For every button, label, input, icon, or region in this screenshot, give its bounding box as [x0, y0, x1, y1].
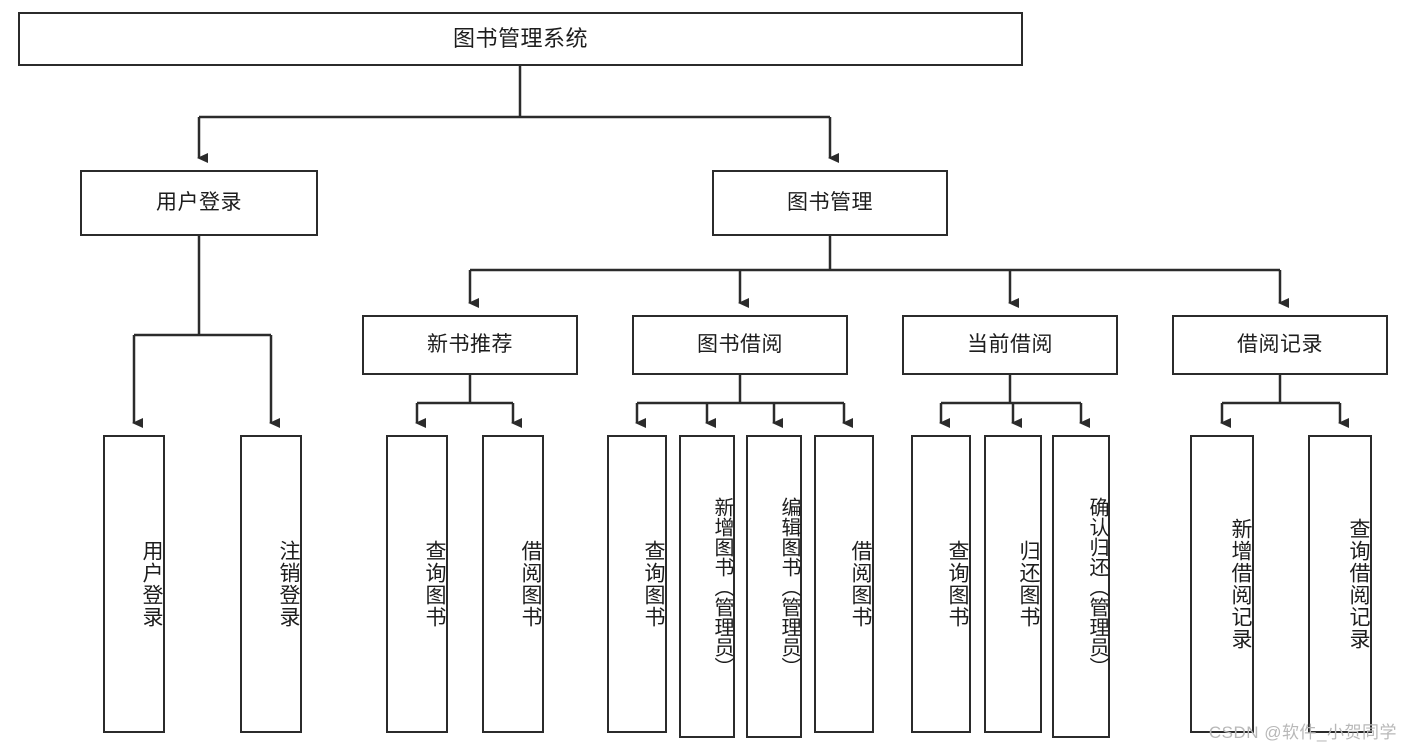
leaf-add-book-admin-label: 新增图书（管理员）	[711, 496, 733, 677]
leaf-query-book-borrow-label: 查询图书	[642, 540, 665, 628]
leaf-return-book-label: 归还图书	[1017, 540, 1040, 628]
leaf-query-book-recommend[interactable]: 查询图书	[386, 435, 448, 733]
leaf-query-book-current[interactable]: 查询图书	[911, 435, 971, 733]
leaf-query-book-current-label: 查询图书	[946, 540, 969, 628]
leaf-add-borrow-record-label: 新增借阅记录	[1229, 518, 1252, 650]
node-borrow-record[interactable]: 借阅记录	[1172, 315, 1388, 375]
node-borrow-record-label: 借阅记录	[1237, 332, 1323, 356]
watermark-text: CSDN @软件_小贺同学	[1208, 723, 1397, 742]
node-current-borrow[interactable]: 当前借阅	[902, 315, 1118, 375]
leaf-confirm-return-admin[interactable]: 确认归还（管理员）	[1052, 435, 1110, 738]
node-book-management-label: 图书管理	[787, 190, 873, 214]
node-current-borrow-label: 当前借阅	[967, 332, 1053, 356]
leaf-user-login[interactable]: 用户登录	[103, 435, 165, 733]
leaf-user-login-label: 用户登录	[140, 540, 163, 628]
leaf-query-book-recommend-label: 查询图书	[423, 540, 446, 628]
node-user-login[interactable]: 用户登录	[80, 170, 318, 236]
leaf-borrow-book-recommend[interactable]: 借阅图书	[482, 435, 544, 733]
node-user-login-label: 用户登录	[156, 190, 242, 214]
node-root-label: 图书管理系统	[452, 26, 588, 52]
node-root[interactable]: 图书管理系统	[18, 12, 1023, 66]
node-book-borrow[interactable]: 图书借阅	[632, 315, 848, 375]
leaf-edit-book-admin-label: 编辑图书（管理员）	[778, 496, 800, 677]
leaf-logout[interactable]: 注销登录	[240, 435, 302, 733]
node-new-book-recommend[interactable]: 新书推荐	[362, 315, 578, 375]
leaf-confirm-return-admin-label: 确认归还（管理员）	[1086, 496, 1108, 677]
leaf-return-book[interactable]: 归还图书	[984, 435, 1042, 733]
leaf-query-book-borrow[interactable]: 查询图书	[607, 435, 667, 733]
node-book-borrow-label: 图书借阅	[697, 332, 783, 356]
leaf-edit-book-admin[interactable]: 编辑图书（管理员）	[746, 435, 802, 738]
leaf-borrow-book-recommend-label: 借阅图书	[519, 540, 542, 628]
leaf-add-book-admin[interactable]: 新增图书（管理员）	[679, 435, 735, 738]
node-new-book-recommend-label: 新书推荐	[427, 332, 513, 356]
leaf-query-borrow-record[interactable]: 查询借阅记录	[1308, 435, 1372, 733]
node-book-management[interactable]: 图书管理	[712, 170, 948, 236]
leaf-borrow-book-label: 借阅图书	[849, 540, 872, 628]
leaf-add-borrow-record[interactable]: 新增借阅记录	[1190, 435, 1254, 733]
leaf-borrow-book[interactable]: 借阅图书	[814, 435, 874, 733]
leaf-query-borrow-record-label: 查询借阅记录	[1347, 518, 1370, 650]
leaf-logout-label: 注销登录	[277, 540, 300, 628]
